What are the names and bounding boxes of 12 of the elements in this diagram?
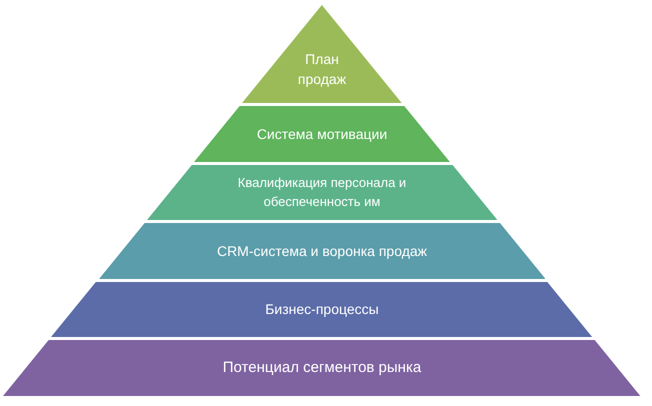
pyramid-level [3, 340, 641, 396]
pyramid-level [194, 106, 450, 162]
level-label: Система мотивации [256, 124, 388, 144]
pyramid-level [242, 5, 402, 103]
level-label: CRM-система и воронка продаж [216, 242, 428, 261]
level-label: План продаж [296, 50, 348, 89]
pyramid-level [146, 165, 498, 220]
level-label: Потенциал сегментов рынка [222, 358, 422, 378]
pyramid-level [51, 282, 593, 337]
level-label: Квалификация персонала и обеспеченность им [236, 174, 408, 210]
level-label: Бизнес-процессы [265, 300, 379, 320]
pyramid-level [98, 223, 546, 279]
